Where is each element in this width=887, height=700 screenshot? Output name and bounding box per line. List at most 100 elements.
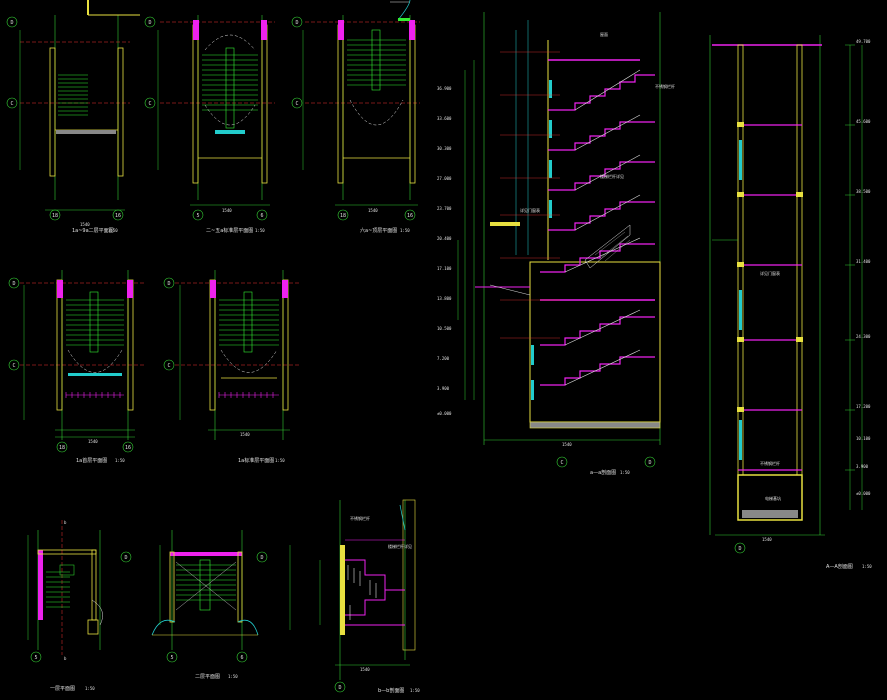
axis-bubble-d-4: D <box>12 281 15 287</box>
axis-bubble-5-7: 5 <box>170 655 173 661</box>
axis-bubble-16: 16 <box>115 213 121 219</box>
caption-plan-top-1: 1a~9a二层平面图 <box>72 228 114 234</box>
section-aa-bubbles: C D a—a剖面图 1:50 <box>556 456 656 476</box>
axis-bubble-18-4: 18 <box>59 445 65 451</box>
dim-section-right: 1540 <box>762 537 772 542</box>
dim-plan-top-3: 1540 <box>368 208 378 213</box>
dimension-labels: 1540 1540 1540 1540 1540 1540 1540 1540 <box>80 208 772 672</box>
scale-plan-mid-1: 1:50 <box>115 458 125 463</box>
plan-mid-1-bubbles: D C 18 16 1a首层平面图 1:50 <box>8 277 134 464</box>
plan-top-1 <box>19 0 140 211</box>
axis-bubble-d-8: D <box>338 685 341 691</box>
section-mark-b-bottom: b <box>64 656 67 661</box>
level-right-7: 3.900 <box>856 464 869 469</box>
caption-section-bb: b—b剖面图 <box>378 687 404 694</box>
scale-plan-bottom-2: 1:50 <box>228 674 238 679</box>
dim-section-bb: 1540 <box>360 667 370 672</box>
axis-bubble-18: 18 <box>52 213 58 219</box>
scale-plan-bottom-1: 1:50 <box>85 686 95 691</box>
section-aa-note-window: 详见门窗表 <box>520 207 540 213</box>
level-right-1: 45.600 <box>856 119 871 124</box>
plan-top-2 <box>157 15 275 206</box>
plan-mid-2 <box>175 270 300 440</box>
scale-plan-top-2: 1:50 <box>255 228 265 233</box>
section-right-note-rail: 不锈钢栏杆 <box>760 460 780 466</box>
axis-bubble-6: 6 <box>260 213 263 219</box>
dim-plan-top-1: 1540 <box>80 222 90 227</box>
axis-bubble-c: C <box>10 101 13 107</box>
level-aa-2: 30.300 <box>437 146 452 151</box>
scale-section-bb: 1:50 <box>410 688 420 693</box>
level-right-5: 17.200 <box>856 404 871 409</box>
axis-bubble-5: 5 <box>196 213 199 219</box>
caption-section-aa: a—a剖面图 <box>590 469 616 476</box>
axis-bubble-d: D <box>10 20 13 26</box>
axis-bubble-5-6: 5 <box>34 655 37 661</box>
axis-bubble-d-3: D <box>295 20 298 26</box>
level-aa-0: 36.900 <box>437 86 452 91</box>
level-aa-9: 7.200 <box>437 356 450 361</box>
section-aa-note-rail: 不锈钢栏杆 <box>655 83 675 89</box>
section-right <box>709 35 863 536</box>
caption-plan-mid-2: 1a标准层平面图 <box>238 457 274 464</box>
section-right-note-pit: 电梯基坑 <box>765 495 781 501</box>
section-bb-note-stair: 楼梯栏杆详见 <box>388 543 412 549</box>
section-right-note-window: 详见门窗表 <box>760 270 780 276</box>
section-bb <box>289 499 416 680</box>
axis-bubble-c-9: C <box>560 460 563 466</box>
plan-top-1-bubbles: D C 18 16 1a~9a二层平面图 1:50 <box>6 16 124 234</box>
axis-bubble-c-3: C <box>295 101 298 107</box>
section-aa <box>457 12 661 445</box>
plan-bottom-1-bubbles: D 5 b b 一层平面图 1:50 <box>30 520 132 692</box>
plan-mid-1 <box>20 270 145 440</box>
dim-plan-mid-1: 1540 <box>88 439 98 444</box>
section-right-levels: 49.700 45.600 38.500 31.400 24.300 17.20… <box>760 39 871 501</box>
level-aa-10: 3.900 <box>437 386 450 391</box>
scale-plan-mid-2: 1:50 <box>275 458 285 463</box>
dim-plan-mid-2: 1540 <box>240 432 250 437</box>
section-aa-levels: 36.900 33.600 30.300 27.000 23.700 20.40… <box>437 31 675 416</box>
axis-bubble-6-7: 6 <box>240 655 243 661</box>
level-right-2: 38.500 <box>856 189 871 194</box>
level-right-3: 31.400 <box>856 259 871 264</box>
scale-plan-top-1: 1:50 <box>108 228 118 233</box>
caption-plan-mid-1: 1a首层平面图 <box>76 457 107 464</box>
level-aa-7: 13.800 <box>437 296 452 301</box>
plan-bottom-1 <box>27 520 103 655</box>
axis-bubble-d-6: D <box>124 555 127 561</box>
plan-top-3 <box>302 0 420 206</box>
axis-bubble-d-10: D <box>738 546 741 552</box>
level-right-0: 49.700 <box>856 39 871 44</box>
axis-bubble-16-3: 16 <box>407 213 413 219</box>
level-aa-5: 20.400 <box>437 236 452 241</box>
plan-bottom-2-bubbles: D 5 6 二层平面图 1:50 <box>166 551 268 680</box>
scale-plan-top-3: 1:50 <box>400 228 410 233</box>
section-aa-note-stair: 楼梯栏杆详见 <box>600 173 624 179</box>
caption-plan-bottom-1: 一层平面图 <box>50 686 75 692</box>
plan-top-2-bubbles: D C 5 6 二~五a标准层平面图 1:50 <box>144 16 268 234</box>
level-right-4: 24.300 <box>856 334 871 339</box>
axis-bubble-d-9: D <box>648 460 651 466</box>
section-aa-note-top: 屋面 <box>600 31 608 37</box>
level-right-8: ±0.000 <box>856 491 871 496</box>
caption-section-right: A—A剖面图 <box>826 563 853 570</box>
axis-bubble-c-4: C <box>12 363 15 369</box>
level-aa-1: 33.600 <box>437 116 452 121</box>
scale-section-right: 1:50 <box>862 564 872 569</box>
axis-bubble-d-2: D <box>148 20 151 26</box>
level-aa-3: 27.000 <box>437 176 452 181</box>
axis-bubble-d-7: D <box>260 555 263 561</box>
section-mark-b-top: b <box>64 520 67 525</box>
plan-bottom-2 <box>151 530 259 650</box>
level-right-6: 10.100 <box>856 436 871 441</box>
level-aa-4: 23.700 <box>437 206 452 211</box>
plan-top-3-bubbles: D C 18 16 六a~顶层平面图 1:50 <box>291 16 416 234</box>
caption-plan-top-3: 六a~顶层平面图 <box>360 227 397 234</box>
level-aa-8: 10.500 <box>437 326 452 331</box>
dim-plan-top-2: 1540 <box>222 208 232 213</box>
section-bb-note-rail: 不锈钢栏杆 <box>350 515 370 521</box>
dim-section-aa: 1540 <box>562 442 572 447</box>
plan-mid-2-bubbles: D C 1a标准层平面图 1:50 <box>163 277 285 464</box>
